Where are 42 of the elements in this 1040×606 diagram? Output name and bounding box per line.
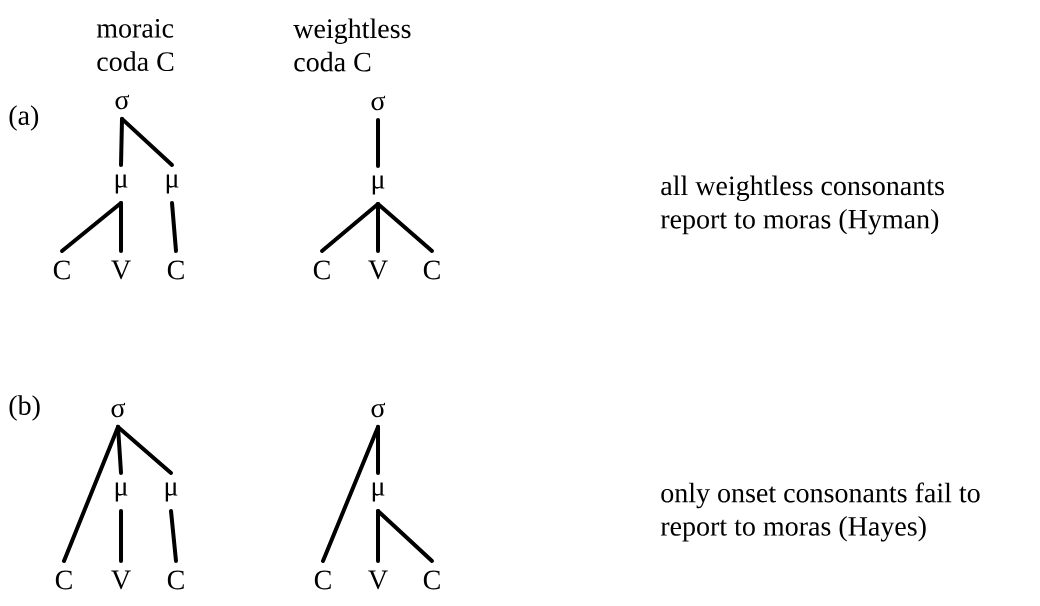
tree-node-label: V <box>111 570 131 590</box>
tree-node-label: C <box>313 260 330 280</box>
tree-branch <box>119 201 123 253</box>
tree-branch <box>120 116 174 167</box>
tree-node-label: μ <box>165 482 178 502</box>
tree-branch <box>376 509 380 563</box>
tree-node-label: σ <box>371 95 386 111</box>
tree-branch <box>376 202 380 253</box>
tree-branch <box>119 509 123 563</box>
tree-branch <box>169 509 178 563</box>
tree-node-label: μ <box>166 174 179 194</box>
tree-branch <box>376 424 380 475</box>
tree-branch <box>116 424 123 475</box>
header: moraic coda C <box>96 18 174 72</box>
tree-branch <box>119 116 124 167</box>
tree-node-label: σ <box>371 402 386 418</box>
tree-node-label: C <box>53 260 70 280</box>
tree-node-label: σ <box>111 402 126 418</box>
tree-node-label: C <box>314 570 331 590</box>
tree-node-label: μ <box>372 175 385 195</box>
header: weightless coda C <box>293 18 411 72</box>
tree-node-label: C <box>423 570 440 590</box>
tree-branch <box>376 202 434 253</box>
tree-node-label: C <box>55 570 72 590</box>
note: all weightless consonants report to moras (Hyman) <box>660 175 944 235</box>
note: only onset consonants fail to report to moras (Hayes) <box>660 482 980 542</box>
tree-node-label: V <box>368 570 388 590</box>
tree-branch <box>376 509 434 563</box>
tree-node-label: μ <box>372 482 385 502</box>
tree-node-label: μ <box>115 174 128 194</box>
panel-label: (a) <box>9 105 39 131</box>
tree-branch <box>170 201 178 253</box>
tree-node-label: C <box>167 260 184 280</box>
tree-node-label: σ <box>115 94 130 110</box>
tree-node-label: C <box>423 260 440 280</box>
tree-node-label: V <box>111 260 131 280</box>
tree-branch <box>376 117 380 168</box>
tree-node-label: μ <box>115 482 128 502</box>
tree-node-label: C <box>167 570 184 590</box>
tree-branch <box>116 424 173 475</box>
tree-node-label: V <box>368 260 388 280</box>
panel-label: (b) <box>9 395 40 421</box>
